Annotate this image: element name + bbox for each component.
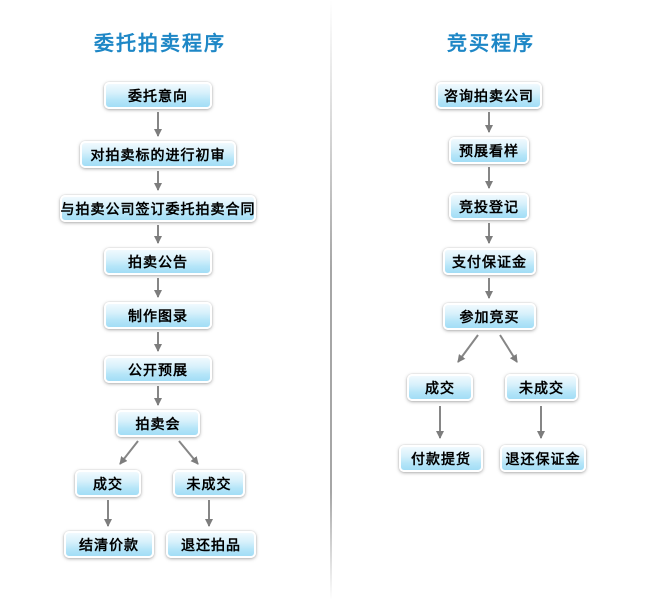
node-pay-collect-goods: 付款提货 (399, 445, 483, 472)
node-preview-samples: 预展看样 (449, 137, 529, 164)
node-catalog-production: 制作图录 (104, 302, 212, 329)
node-entrust-intention: 委托意向 (104, 82, 212, 109)
column-divider (330, 0, 332, 600)
node-no-deal-right: 未成交 (505, 374, 578, 401)
arrow-branch-right-icon (178, 440, 199, 465)
node-deal-left: 成交 (75, 470, 141, 497)
bidding-flow-title: 竞买程序 (447, 31, 535, 55)
arrow-branch-left-icon (119, 440, 139, 465)
node-deal-right: 成交 (407, 374, 473, 401)
node-sign-consignment-contract: 与拍卖公司签订委托拍卖合同 (60, 195, 256, 222)
node-pay-deposit: 支付保证金 (443, 248, 536, 275)
node-settle-payment: 结清价款 (64, 531, 154, 558)
node-no-deal-left: 未成交 (173, 470, 245, 497)
node-public-preview: 公开预展 (104, 356, 212, 383)
consignment-flow-title: 委托拍卖程序 (94, 31, 226, 55)
node-return-lot: 退还拍品 (166, 531, 256, 558)
node-auction-announcement: 拍卖公告 (104, 248, 212, 275)
node-auction-event: 拍卖会 (116, 410, 200, 437)
node-initial-review: 对拍卖标的进行初审 (80, 141, 236, 168)
arrow-branch-left-icon (457, 334, 479, 363)
node-consult-auction-company: 咨询拍卖公司 (436, 82, 542, 109)
arrow-branch-right-icon (499, 334, 518, 363)
node-bid-registration: 竞投登记 (449, 193, 529, 220)
node-join-bidding: 参加竞买 (443, 303, 536, 330)
node-refund-deposit: 退还保证金 (500, 445, 586, 472)
